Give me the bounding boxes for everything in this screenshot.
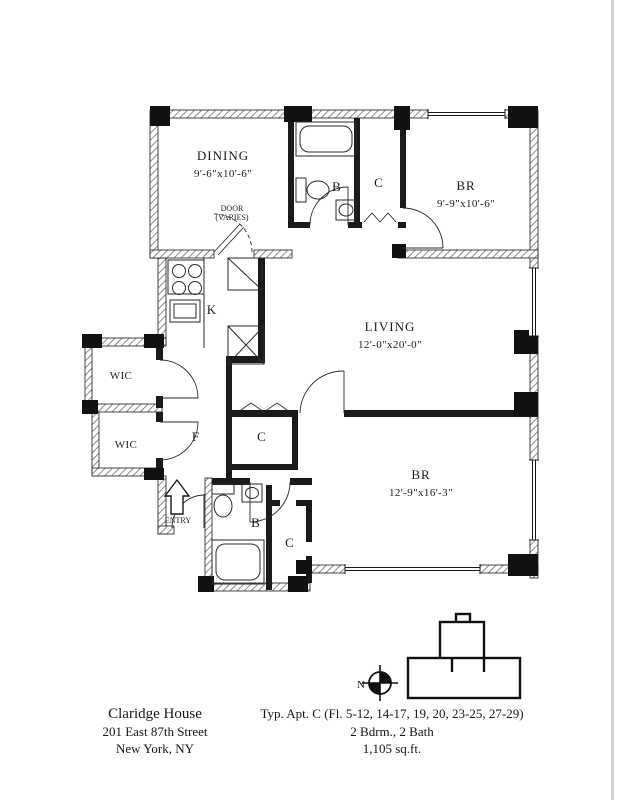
room-label-closet-lower: C xyxy=(285,535,295,550)
footer: Claridge House 201 East 87th Street New … xyxy=(102,706,523,756)
interior-walls xyxy=(156,118,538,590)
sink-lower xyxy=(241,483,263,503)
sink-top xyxy=(335,199,357,221)
toilet-lower-bowl xyxy=(213,494,233,518)
building-footprint xyxy=(406,612,522,700)
tub-lower-inner xyxy=(215,543,261,581)
room-dims-living: 12'-0"x20'-0" xyxy=(358,339,422,351)
door-note-line1: DOOR xyxy=(221,204,244,213)
fixtures xyxy=(163,121,357,585)
door-note-line2: (VARIES) xyxy=(215,213,249,222)
room-label-bath-lower: B xyxy=(251,515,261,530)
tub-lower xyxy=(211,539,265,585)
burner xyxy=(188,264,202,278)
room-label-living: LIVING xyxy=(365,319,416,334)
building-name: Claridge House xyxy=(108,706,202,722)
room-label-dining: DINING xyxy=(197,148,249,163)
compass-north-label: N xyxy=(357,679,365,691)
compass: N xyxy=(357,665,398,701)
windows xyxy=(344,109,539,574)
br-top-door-arc xyxy=(402,207,444,249)
shaft xyxy=(227,325,265,365)
room-label-closet-hall: C xyxy=(257,429,267,444)
burner xyxy=(172,264,186,278)
kitchen-sink-basin xyxy=(173,303,197,319)
dining-door-arc xyxy=(213,213,253,253)
toilet-lower-tank xyxy=(211,483,235,495)
fridge-diagonal xyxy=(227,257,263,291)
kitchen-sink xyxy=(169,299,201,323)
entry-label: ENTRY xyxy=(165,516,191,525)
footprint-slab xyxy=(406,656,522,700)
sink-lower-basin xyxy=(245,487,259,499)
compass-quadrant-ne xyxy=(380,672,391,683)
closet-hall-bifold xyxy=(237,402,291,413)
closet-top-bifold xyxy=(363,212,397,223)
room-labels: DINING 9'-6"x10'-6" B C BR 9'-9"x10'-6" … xyxy=(110,148,495,550)
bath-lower-door-arc xyxy=(249,481,291,523)
building-address: 201 East 87th Street xyxy=(102,724,207,739)
unit-rooms: 2 Bdrm., 2 Bath xyxy=(350,724,434,739)
tub-top xyxy=(295,121,357,157)
room-label-wic-upper: WIC xyxy=(110,370,133,382)
burner xyxy=(172,281,186,295)
room-label-wic-lower: WIC xyxy=(115,439,138,451)
wic-lower-door-arc xyxy=(159,421,199,461)
sink-top-basin xyxy=(338,203,354,217)
fridge xyxy=(227,257,263,291)
room-label-kitchen: K xyxy=(207,302,217,317)
room-label-closet-top: C xyxy=(374,175,384,190)
room-dims-br-lower: 12'-9"x16'-3" xyxy=(389,487,453,499)
room-dims-br-top: 9'-9"x10'-6" xyxy=(437,198,495,210)
doors xyxy=(159,186,444,529)
toilet-top-bowl xyxy=(306,180,330,200)
room-label-br-top: BR xyxy=(456,178,475,193)
room-dims-dining: 9'-6"x10'-6" xyxy=(194,168,252,180)
br-lower-door-arc xyxy=(299,370,345,414)
wic-upper-door-arc xyxy=(159,359,199,399)
bath-top-door-arc xyxy=(309,186,349,226)
structural-pillars xyxy=(82,106,538,592)
shaft-x2 xyxy=(227,325,265,365)
room-label-foyer: F xyxy=(192,429,200,444)
toilet-top-tank xyxy=(295,177,307,203)
burner xyxy=(188,281,202,295)
unit-area: 1,105 sq.ft. xyxy=(363,741,422,756)
compass-quadrant-sw xyxy=(369,683,380,694)
tub-top-inner xyxy=(299,125,353,153)
room-label-br-lower: BR xyxy=(411,467,430,482)
scan-edge xyxy=(611,0,614,800)
dining-door-leaf xyxy=(213,223,245,256)
unit-floors: Typ. Apt. C (Fl. 5-12, 14-17, 19, 20, 23… xyxy=(260,706,523,721)
room-label-bath-top: B xyxy=(332,179,342,194)
building-city: New York, NY xyxy=(116,741,195,756)
entry-arrow-icon xyxy=(163,478,191,515)
